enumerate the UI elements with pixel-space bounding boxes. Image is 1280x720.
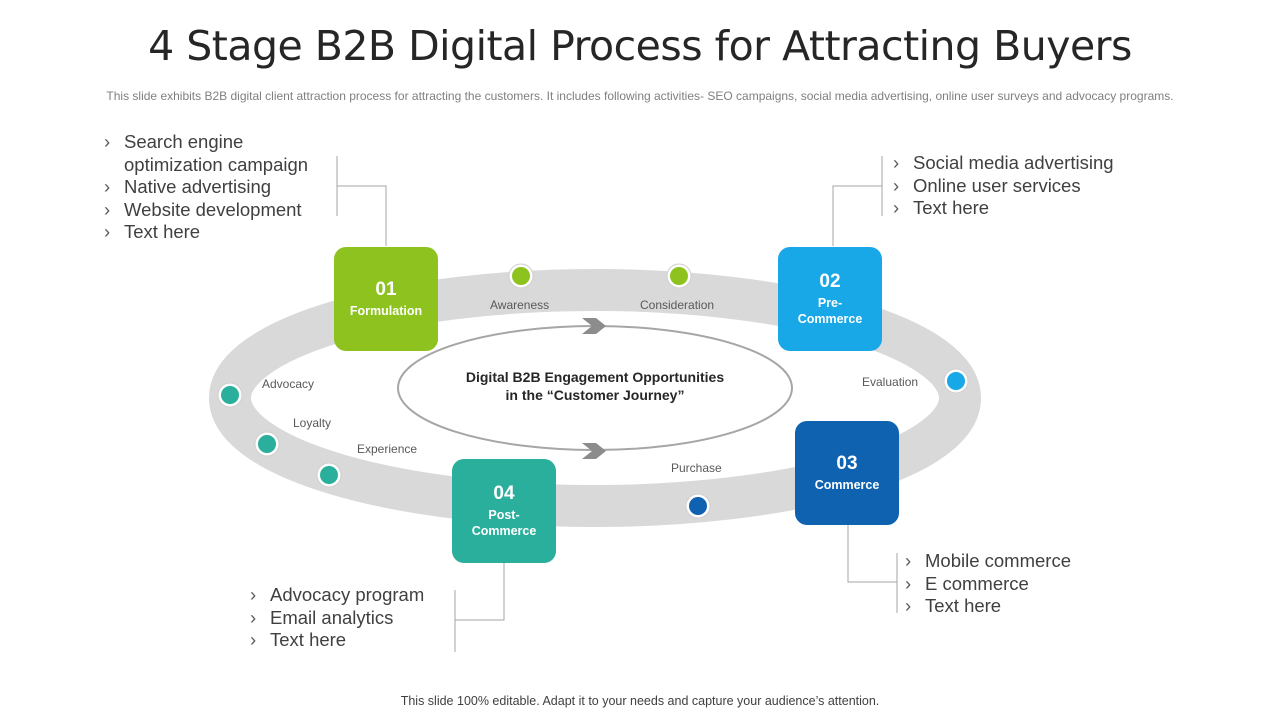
center-caption-line1: Digital B2B Engagement Opportunities	[465, 369, 725, 385]
arrow-right-icon	[582, 318, 606, 334]
stage-box-01: 01 Formulation	[334, 247, 438, 351]
stage-label: Formulation	[349, 304, 423, 318]
arrow-right-icon	[582, 443, 606, 459]
stage-label: Pre- Commerce	[798, 295, 863, 327]
stage-label-line2: Commerce	[471, 524, 537, 538]
slide-subtitle: This slide exhibits B2B digital client a…	[106, 89, 1174, 103]
list-item: Website development	[104, 199, 334, 222]
stage-label-line1: Pre-	[817, 296, 843, 310]
stage-02-bullets: Social media advertising Online user ser…	[893, 152, 1153, 220]
list-item: Text here	[893, 197, 1153, 220]
evaluation-label: Evaluation	[862, 375, 919, 389]
stage-01-bullets: Search engine optimization campaign Nati…	[104, 131, 334, 244]
stage-label-line2: Commerce	[797, 312, 863, 326]
consideration-label: Consideration	[640, 298, 715, 312]
list-item: Native advertising	[104, 176, 334, 199]
stage-number: 01	[375, 279, 397, 300]
stage-03-bullets: Mobile commerce E commerce Text here	[905, 550, 1145, 618]
list-item: Social media advertising	[893, 152, 1153, 175]
list-item: Advocacy program	[250, 584, 450, 607]
advocacy-label: Advocacy	[262, 377, 315, 391]
connector-line-03	[847, 525, 897, 583]
loyalty-label: Loyalty	[293, 416, 332, 430]
stage-number: 02	[819, 271, 841, 292]
stage-label-line1: Post-	[488, 508, 520, 522]
loyalty-dot	[254, 431, 280, 457]
list-item: Text here	[104, 221, 334, 244]
purchase-label: Purchase	[671, 461, 722, 475]
stage-04-bullets: Advocacy program Email analytics Text he…	[250, 584, 450, 652]
purchase-dot	[685, 493, 711, 519]
slide-footer: This slide 100% editable. Adapt it to yo…	[400, 694, 880, 708]
center-caption-line2: in the “Customer Journey”	[505, 387, 685, 403]
stage-label: Commerce	[814, 478, 880, 492]
list-item: Text here	[250, 629, 450, 652]
connector-line-02	[832, 185, 882, 246]
experience-dot	[316, 462, 342, 488]
list-item: Online user services	[893, 175, 1153, 198]
center-caption: Digital B2B Engagement Opportunities in …	[420, 368, 770, 404]
advocacy-dot	[217, 382, 243, 408]
slide-title: 4 Stage B2B Digital Process for Attracti…	[148, 22, 1132, 70]
stage-box-03: 03 Commerce	[795, 421, 899, 525]
evaluation-dot	[943, 368, 969, 394]
experience-label: Experience	[357, 442, 418, 456]
awareness-label: Awareness	[490, 298, 550, 312]
list-item: E commerce	[905, 573, 1145, 596]
list-item: Text here	[905, 595, 1145, 618]
list-item: Email analytics	[250, 607, 450, 630]
stage-number: 03	[836, 453, 858, 474]
awareness-dot	[508, 263, 534, 289]
consideration-dot	[666, 263, 692, 289]
stage-box-04: 04 Post- Commerce	[452, 459, 556, 563]
stage-label: Post- Commerce	[472, 507, 537, 539]
stage-box-02: 02 Pre- Commerce	[778, 247, 882, 351]
stage-number: 04	[493, 483, 515, 504]
connector-line-04	[455, 563, 505, 621]
connector-line-01	[337, 185, 387, 246]
list-item: Mobile commerce	[905, 550, 1145, 573]
list-item: Search engine optimization campaign	[104, 131, 334, 176]
